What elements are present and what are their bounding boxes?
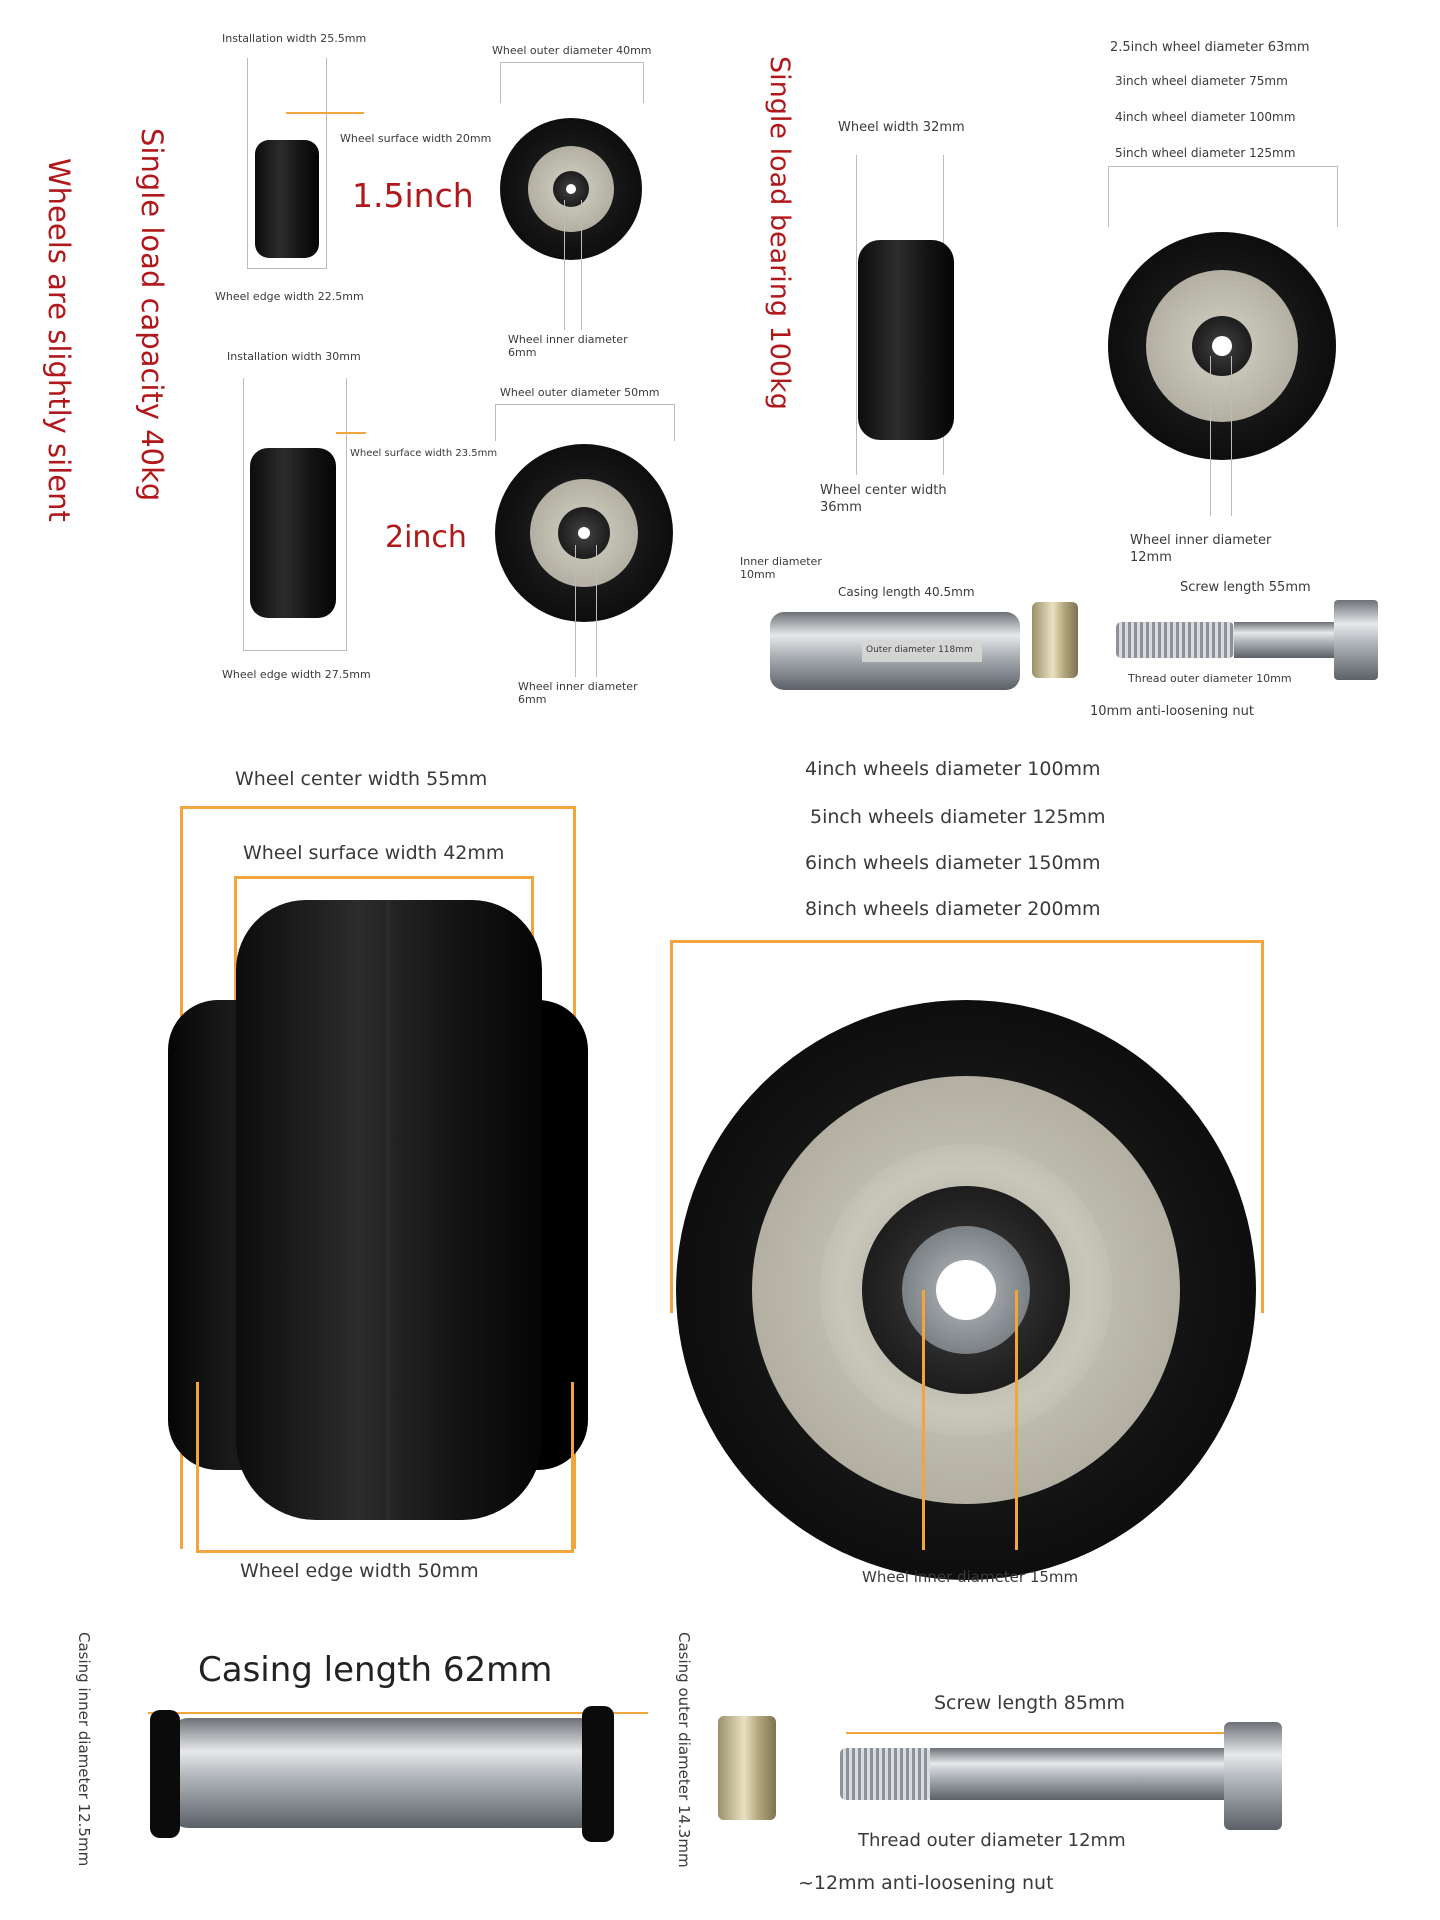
installation-width-label: Installation width 30mm — [227, 350, 361, 363]
screw-thread — [1116, 622, 1234, 658]
casing-outer-diameter-label: Outer diameter 118mm — [866, 645, 973, 655]
diameter-bracket — [1108, 166, 1338, 227]
wheel-side-view — [255, 140, 319, 258]
casing-large-sleeve — [170, 1718, 610, 1828]
casing-length-label: Casing length 40.5mm — [838, 585, 975, 599]
casing-length-label: Casing length 62mm — [198, 1650, 553, 1690]
center-width-label: Wheel center width 55mm — [235, 768, 488, 790]
installation-width-bracket — [243, 378, 347, 651]
wheel-edge-width-label: Wheel edge width 27.5mm — [222, 668, 371, 681]
wheel-side-view — [858, 240, 954, 440]
outer-diameter-box — [862, 640, 982, 662]
nut-label: 10mm anti-loosening nut — [1090, 704, 1254, 719]
surface-arrow — [286, 112, 364, 114]
screw-length-line — [846, 1732, 1236, 1734]
edge-width-label: Wheel edge width 50mm — [240, 1560, 479, 1582]
inner-diameter-bracket — [1210, 356, 1232, 516]
screw-length-label: Screw length 85mm — [934, 1692, 1125, 1714]
diameter-8-inch: 8inch wheels diameter 200mm — [805, 898, 1101, 920]
casing-right-flange — [582, 1706, 614, 1842]
axle-hole — [936, 1260, 996, 1320]
thread-outer-diameter-label: Thread outer diameter 12mm — [858, 1830, 1126, 1851]
diameter-6-inch: 6inch wheels diameter 150mm — [805, 852, 1101, 874]
axle-hole — [1212, 336, 1232, 356]
casing-outer-diameter-label: Casing outer diameter 14.3mm — [675, 1632, 693, 1868]
casing-length-line — [148, 1712, 648, 1714]
axle-hole — [578, 527, 590, 539]
casing-inner-diameter-label: Inner diameter 10mm — [740, 555, 822, 581]
inner-diameter-bracket — [575, 545, 597, 677]
diameter-5-inch: 5inch wheels diameter 125mm — [810, 806, 1106, 828]
axle-hole — [566, 184, 576, 194]
thread-outer-diameter-label: Thread outer diameter 10mm — [1128, 672, 1292, 685]
size-label: 2inch — [385, 520, 467, 555]
diameter-5-inch: 5inch wheel diameter 125mm — [1115, 146, 1296, 160]
casing-left-flange — [150, 1710, 180, 1838]
screw-head — [1334, 600, 1378, 680]
diameter-4-inch: 4inch wheel diameter 100mm — [1115, 110, 1296, 124]
wheel-surface-width-label: Wheel surface width 23.5mm — [350, 448, 498, 459]
surface-arrow — [336, 432, 366, 434]
silent-label: Wheels are slightly silent — [42, 158, 76, 522]
inner-diameter-label: Wheel inner diameter 6mm — [518, 680, 638, 706]
bearing-capacity-label: Single load bearing 100kg — [764, 56, 795, 410]
inner-diameter-label: Wheel inner diameter 15mm — [862, 1568, 1079, 1586]
inner-diameter-label: Wheel inner diameter 12mm — [1130, 533, 1272, 565]
surface-width-label: Wheel surface width 42mm — [243, 842, 505, 864]
screw-head — [1224, 1722, 1282, 1830]
anti-loosening-nut — [1032, 602, 1078, 678]
diameter-3-inch: 3inch wheel diameter 75mm — [1115, 74, 1288, 88]
diameter-bracket — [670, 940, 1264, 1313]
anti-loosening-nut — [718, 1716, 776, 1820]
screw-shank — [930, 1748, 1228, 1800]
inner-diameter-bracket — [564, 200, 582, 330]
wheel-surface-width-label: Wheel surface width 20mm — [340, 132, 492, 145]
outer-diameter-bracket — [495, 404, 675, 441]
screw-length-label: Screw length 55mm — [1180, 580, 1311, 595]
size-label: 1.5inch — [352, 176, 474, 215]
edge-width-bracket — [196, 1382, 574, 1553]
inner-diameter-bracket — [922, 1290, 1018, 1550]
casing-inner-diameter-label: Casing inner diameter 12.5mm — [75, 1632, 93, 1867]
inner-diameter-label: Wheel inner diameter 6mm — [508, 333, 628, 359]
installation-width-bracket — [247, 58, 327, 269]
diameter-2-5-inch: 2.5inch wheel diameter 63mm — [1110, 40, 1310, 55]
screw-shank — [1234, 622, 1334, 658]
screw-thread — [840, 1748, 932, 1800]
diameter-4-inch: 4inch wheels diameter 100mm — [805, 758, 1101, 780]
capacity-label: Single load capacity 40kg — [135, 128, 169, 502]
wheel-width-label: Wheel width 32mm — [838, 120, 965, 135]
outer-diameter-label: Wheel outer diameter 40mm — [492, 44, 652, 57]
center-width-label: Wheel center width 36mm — [820, 483, 947, 515]
nut-label: ~12mm anti-loosening nut — [798, 1872, 1054, 1894]
wheel-side-view — [250, 448, 336, 618]
wheel-edge-width-label: Wheel edge width 22.5mm — [215, 290, 364, 303]
installation-width-label: Installation width 25.5mm — [222, 32, 367, 45]
outer-diameter-label: Wheel outer diameter 50mm — [500, 386, 660, 399]
tread-seam — [386, 900, 390, 1520]
outer-diameter-bracket — [500, 62, 644, 103]
